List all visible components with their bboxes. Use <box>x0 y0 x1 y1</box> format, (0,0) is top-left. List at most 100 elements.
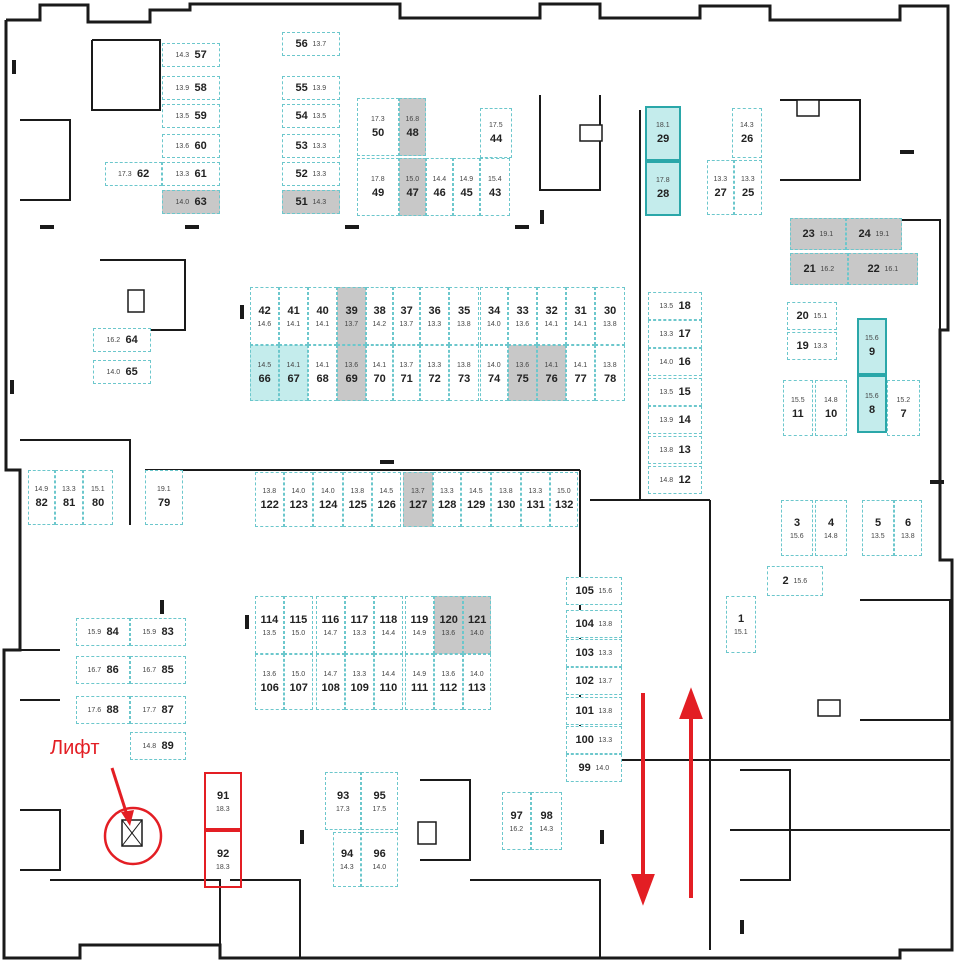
parking-spot-42[interactable]: 4214.6 <box>250 287 279 345</box>
parking-spot-33[interactable]: 3313.6 <box>508 287 537 345</box>
parking-spot-78[interactable]: 7813.8 <box>595 345 625 401</box>
parking-spot-119[interactable]: 11914.9 <box>405 596 434 654</box>
parking-spot-99[interactable]: 9914.0 <box>566 754 622 782</box>
parking-spot-1[interactable]: 115.1 <box>726 596 756 653</box>
parking-spot-110[interactable]: 11014.4 <box>374 654 403 710</box>
parking-spot-93[interactable]: 9317.3 <box>325 772 361 830</box>
parking-spot-111[interactable]: 11114.9 <box>405 654 434 710</box>
parking-spot-108[interactable]: 10814.7 <box>316 654 345 710</box>
parking-spot-128[interactable]: 12813.3 <box>433 472 461 527</box>
parking-spot-55[interactable]: 5513.9 <box>282 76 340 100</box>
parking-spot-64[interactable]: 6416.2 <box>93 328 151 352</box>
parking-spot-45[interactable]: 4514.9 <box>453 158 480 216</box>
parking-spot-5[interactable]: 513.5 <box>862 500 894 556</box>
parking-spot-83[interactable]: 8315.9 <box>130 618 186 646</box>
parking-spot-82[interactable]: 8214.9 <box>28 470 55 525</box>
parking-spot-47[interactable]: 4715.0 <box>399 158 426 216</box>
parking-spot-24[interactable]: 2419.1 <box>846 218 902 250</box>
parking-spot-74[interactable]: 7414.0 <box>480 345 508 401</box>
parking-spot-61[interactable]: 6113.3 <box>162 162 220 186</box>
parking-spot-51[interactable]: 5114.3 <box>282 190 340 214</box>
parking-spot-48[interactable]: 4816.8 <box>399 98 426 156</box>
parking-spot-62[interactable]: 6217.3 <box>105 162 162 186</box>
parking-spot-50[interactable]: 5017.3 <box>357 98 399 156</box>
parking-spot-6[interactable]: 613.8 <box>894 500 922 556</box>
parking-spot-41[interactable]: 4114.1 <box>279 287 308 345</box>
parking-spot-103[interactable]: 10313.3 <box>566 639 622 667</box>
parking-spot-43[interactable]: 4315.4 <box>480 158 510 216</box>
parking-spot-118[interactable]: 11814.4 <box>374 596 403 654</box>
parking-spot-126[interactable]: 12614.5 <box>372 472 401 527</box>
parking-spot-11[interactable]: 1115.5 <box>783 380 813 436</box>
parking-spot-34[interactable]: 3414.0 <box>480 287 508 345</box>
parking-spot-31[interactable]: 3114.1 <box>566 287 595 345</box>
parking-spot-125[interactable]: 12513.8 <box>343 472 372 527</box>
parking-spot-71[interactable]: 7113.7 <box>393 345 420 401</box>
parking-spot-132[interactable]: 13215.0 <box>550 472 578 527</box>
parking-spot-76[interactable]: 7614.1 <box>537 345 566 401</box>
parking-spot-68[interactable]: 6814.1 <box>308 345 337 401</box>
parking-spot-97[interactable]: 9716.2 <box>502 792 531 850</box>
parking-spot-102[interactable]: 10213.7 <box>566 667 622 695</box>
parking-spot-70[interactable]: 7014.1 <box>366 345 393 401</box>
parking-spot-129[interactable]: 12914.5 <box>461 472 491 527</box>
parking-spot-8[interactable]: 815.6 <box>857 375 887 433</box>
parking-spot-96[interactable]: 9614.0 <box>361 832 398 887</box>
parking-spot-67[interactable]: 6714.1 <box>279 345 308 401</box>
parking-spot-22[interactable]: 2216.1 <box>848 253 918 285</box>
parking-spot-109[interactable]: 10913.3 <box>345 654 374 710</box>
parking-spot-114[interactable]: 11413.5 <box>255 596 284 654</box>
parking-spot-86[interactable]: 8616.7 <box>76 656 130 684</box>
parking-spot-16[interactable]: 1614.0 <box>648 348 702 376</box>
parking-spot-56[interactable]: 5613.7 <box>282 32 340 56</box>
parking-spot-92[interactable]: 9218.3 <box>204 830 242 888</box>
parking-spot-49[interactable]: 4917.8 <box>357 158 399 216</box>
parking-spot-106[interactable]: 10613.6 <box>255 654 284 710</box>
parking-spot-27[interactable]: 2713.3 <box>707 160 734 215</box>
parking-spot-69[interactable]: 6913.6 <box>337 345 366 401</box>
parking-spot-26[interactable]: 2614.3 <box>732 108 762 158</box>
parking-spot-85[interactable]: 8516.7 <box>130 656 186 684</box>
parking-spot-91[interactable]: 9118.3 <box>204 772 242 830</box>
parking-spot-81[interactable]: 8113.3 <box>55 470 83 525</box>
parking-spot-18[interactable]: 1813.5 <box>648 292 702 320</box>
parking-spot-4[interactable]: 414.8 <box>815 500 847 556</box>
parking-spot-20[interactable]: 2015.1 <box>787 302 837 330</box>
parking-spot-105[interactable]: 10515.6 <box>566 577 622 605</box>
parking-spot-40[interactable]: 4014.1 <box>308 287 337 345</box>
parking-spot-3[interactable]: 315.6 <box>781 500 813 556</box>
parking-spot-65[interactable]: 6514.0 <box>93 360 151 384</box>
parking-spot-113[interactable]: 11314.0 <box>463 654 491 710</box>
parking-spot-58[interactable]: 5813.9 <box>162 76 220 100</box>
parking-spot-112[interactable]: 11213.6 <box>434 654 463 710</box>
parking-spot-10[interactable]: 1014.8 <box>815 380 847 436</box>
parking-spot-72[interactable]: 7213.3 <box>420 345 449 401</box>
parking-spot-88[interactable]: 8817.6 <box>76 696 130 724</box>
parking-spot-35[interactable]: 3513.8 <box>449 287 479 345</box>
parking-spot-2[interactable]: 215.6 <box>767 566 823 596</box>
parking-spot-60[interactable]: 6013.6 <box>162 134 220 158</box>
parking-spot-130[interactable]: 13013.8 <box>491 472 521 527</box>
parking-spot-59[interactable]: 5913.5 <box>162 104 220 128</box>
parking-spot-37[interactable]: 3713.7 <box>393 287 420 345</box>
parking-spot-15[interactable]: 1513.5 <box>648 378 702 406</box>
parking-spot-23[interactable]: 2319.1 <box>790 218 846 250</box>
parking-spot-121[interactable]: 12114.0 <box>463 596 491 654</box>
parking-spot-79[interactable]: 7919.1 <box>145 470 183 525</box>
parking-spot-98[interactable]: 9814.3 <box>531 792 562 850</box>
parking-spot-19[interactable]: 1913.3 <box>787 332 837 360</box>
parking-spot-28[interactable]: 2817.8 <box>645 161 681 216</box>
parking-spot-32[interactable]: 3214.1 <box>537 287 566 345</box>
parking-spot-29[interactable]: 2918.1 <box>645 106 681 161</box>
parking-spot-80[interactable]: 8015.1 <box>83 470 113 525</box>
parking-spot-75[interactable]: 7513.6 <box>508 345 537 401</box>
parking-spot-25[interactable]: 2513.3 <box>734 160 762 215</box>
parking-spot-124[interactable]: 12414.0 <box>313 472 343 527</box>
parking-spot-13[interactable]: 1313.8 <box>648 436 702 464</box>
parking-spot-17[interactable]: 1713.3 <box>648 320 702 348</box>
parking-spot-120[interactable]: 12013.6 <box>434 596 463 654</box>
parking-spot-127[interactable]: 12713.7 <box>403 472 433 527</box>
parking-spot-14[interactable]: 1413.9 <box>648 406 702 434</box>
parking-spot-87[interactable]: 8717.7 <box>130 696 186 724</box>
parking-spot-30[interactable]: 3013.8 <box>595 287 625 345</box>
